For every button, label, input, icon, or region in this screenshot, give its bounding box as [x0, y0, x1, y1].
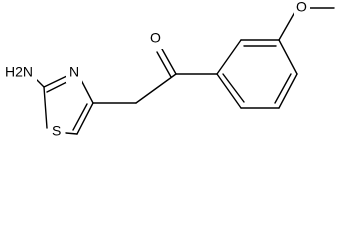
bond-ar6-ar1	[216, 73, 242, 109]
linker	[92, 48, 218, 104]
bond-ar3-ether-o	[278, 11, 296, 41]
bond-c4-c5-double	[72, 103, 88, 131]
ketone-o-label-bg	[148, 29, 164, 49]
bond-c4-c5	[76, 102, 94, 135]
thiazole-n-label-bg	[66, 63, 82, 83]
bond-ar4-ar5	[278, 73, 298, 109]
benzene-ring	[216, 39, 298, 109]
bond-ch2-carbonyl	[135, 73, 177, 104]
ketone-o-label: O	[150, 30, 161, 46]
chemical-structure: H2N N S O O	[3, 0, 335, 142]
ether-o-label-bg	[294, 0, 310, 18]
ether-o-label: O	[296, 0, 307, 15]
bond-ar4-ar5-double	[274, 73, 292, 104]
bond-s1-c2	[43, 86, 48, 129]
bond-carbonyl-o-double	[156, 51, 172, 78]
bond-ar3-ar4	[278, 39, 298, 75]
bond-carbonyl-o	[161, 48, 177, 75]
amine-label-bg	[3, 63, 37, 83]
bond-c2-n3-double	[46, 80, 70, 93]
thiazole-ring	[43, 75, 94, 135]
thiazole-s-label: S	[52, 123, 61, 139]
bond-c2-n3	[43, 75, 68, 88]
bond-ar6-ar1-double	[222, 73, 245, 103]
bond-c5-s1	[65, 132, 78, 135]
thiazole-s-label-bg	[50, 122, 65, 142]
bond-n3-c4	[79, 77, 94, 104]
thiazole-n-label: N	[69, 64, 79, 80]
bond-ar1-ar2	[216, 39, 242, 75]
amine-label: H2N	[5, 64, 33, 80]
